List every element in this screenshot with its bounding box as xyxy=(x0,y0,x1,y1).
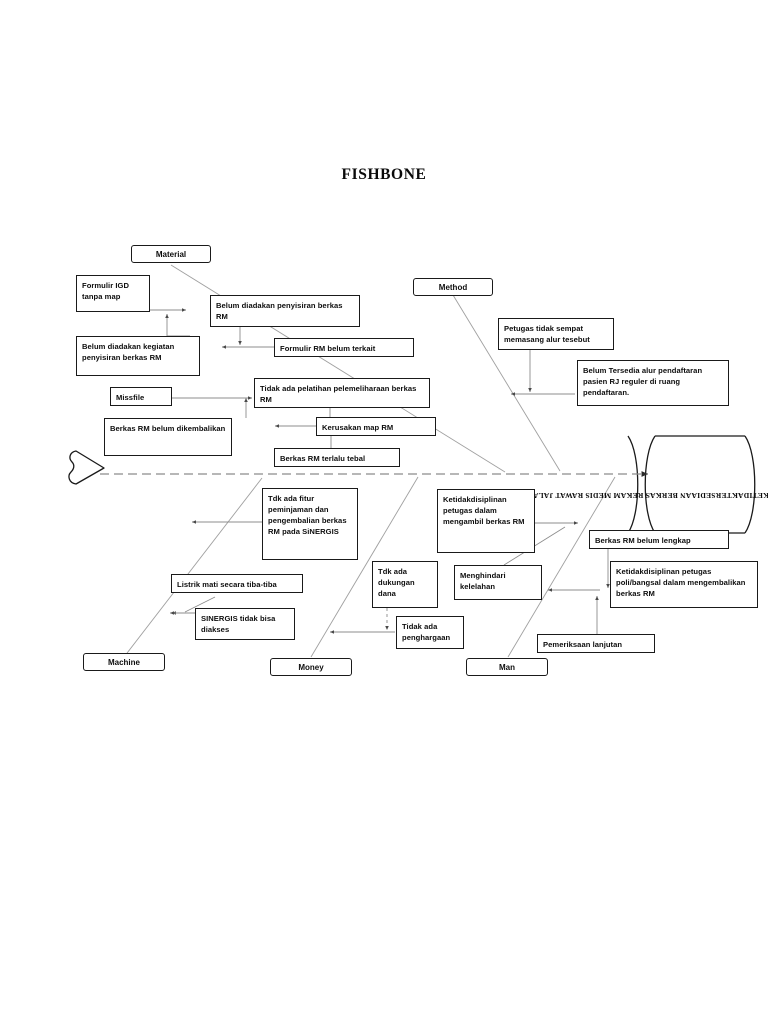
effect-label: KETIDAKTERSEDIAAN BERKAS REKAM MEDIS RAW… xyxy=(526,491,768,500)
category-label-material[interactable]: Material xyxy=(131,245,211,263)
cause-box-man-1[interactable]: Ketidakdisiplinan petugas dalam mengambi… xyxy=(437,489,535,553)
page-title: FISHBONE xyxy=(341,166,427,183)
cause-box-method-1[interactable]: Petugas tidak sempat memasang alur teseb… xyxy=(498,318,614,350)
fish-head-effect-shape xyxy=(627,435,756,534)
cause-box-method-2[interactable]: Belum Tersedia alur pendaftaran pasien R… xyxy=(577,360,729,406)
cause-box-money-2[interactable]: Tidak ada penghargaan xyxy=(396,616,464,649)
connector-mc2-diag xyxy=(184,596,216,613)
bone-man xyxy=(507,476,616,658)
bone-method xyxy=(452,294,561,472)
cause-box-material-5[interactable]: Missfile xyxy=(110,387,172,406)
category-label-money[interactable]: Money xyxy=(270,658,352,676)
cause-box-machine-2[interactable]: Listrik mati secara tiba-tiba xyxy=(171,574,303,593)
category-label-machine[interactable]: Machine xyxy=(83,653,165,671)
bone-money xyxy=(310,476,419,658)
cause-box-material-8[interactable]: Kerusakan map RM xyxy=(316,417,436,436)
cause-box-man-5[interactable]: Pemeriksaan lanjutan xyxy=(537,634,655,653)
bone-machine xyxy=(123,477,263,658)
cause-box-material-4[interactable]: Formulir RM belum terkait xyxy=(274,338,414,357)
cause-box-material-6[interactable]: Tidak ada pelatihan pelemeliharaan berka… xyxy=(254,378,430,408)
cause-box-material-7[interactable]: Berkas RM belum dikembalikan xyxy=(104,418,232,456)
category-label-man[interactable]: Man xyxy=(466,658,548,676)
cause-box-machine-3[interactable]: SINERGIS tidak bisa diakses xyxy=(195,608,295,640)
cause-box-material-9[interactable]: Berkas RM terlalu tebal xyxy=(274,448,400,467)
cause-box-material-2[interactable]: Belum diadakan penyisiran berkas RM xyxy=(210,295,360,327)
cause-box-man-3[interactable]: Berkas RM belum lengkap xyxy=(589,530,729,549)
category-label-method[interactable]: Method xyxy=(413,278,493,296)
fish-tail-icon xyxy=(68,450,105,485)
cause-box-material-1[interactable]: Formulir IGD tanpa map xyxy=(76,275,150,312)
cause-box-material-3[interactable]: Belum diadakan kegiatan penyisiran berka… xyxy=(76,336,200,376)
cause-box-machine-1[interactable]: Tdk ada fitur peminjaman dan pengembalia… xyxy=(262,488,358,560)
cause-box-man-4[interactable]: Ketidakdisiplinan petugas poli/bangsal d… xyxy=(610,561,758,608)
cause-box-man-2[interactable]: Menghindari kelelahan xyxy=(454,565,542,600)
cause-box-money-1[interactable]: Tdk ada dukungan dana xyxy=(372,561,438,608)
